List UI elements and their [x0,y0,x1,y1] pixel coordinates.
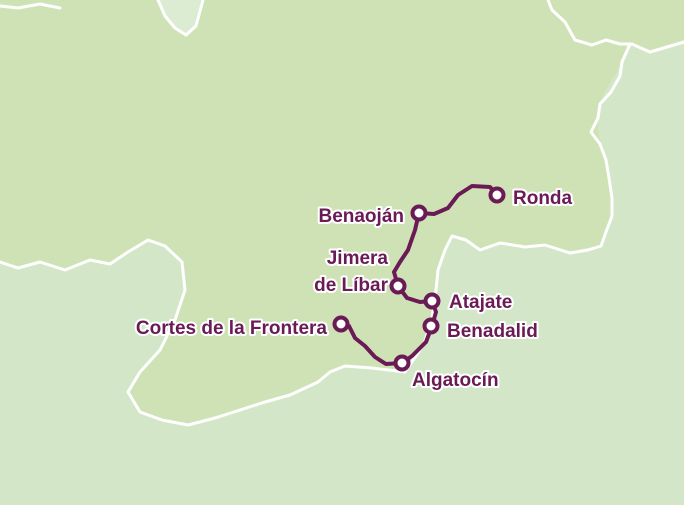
station-label-cortes: Cortes de la Frontera [136,318,328,339]
station-label-algatocin: Algatocín [412,370,499,391]
station-marker-benaojan[interactable] [410,204,428,222]
station-label-ronda: Ronda [513,188,573,209]
border-top-left [0,2,62,10]
station-label-jimera-line2: de Líbar [314,275,389,296]
border-top-right [546,0,684,54]
border-top-notch [156,0,205,37]
station-marker-algatocin[interactable] [393,354,411,372]
station-label-benadalid: Benadalid [447,321,538,342]
station-markers [332,186,506,372]
border-lines [0,0,684,427]
station-label-benaojan: Benaoján [318,206,404,227]
station-marker-cortes[interactable] [332,315,350,333]
station-marker-benadalid[interactable] [422,317,440,335]
province-region [0,0,684,425]
station-label-atajate: Atajate [449,292,512,313]
station-label-jimera-line1: Jimera [327,248,389,269]
railway-route-line [339,184,499,366]
pale-region-top [158,0,203,35]
station-marker-jimera[interactable] [389,277,407,295]
border-west [0,238,407,427]
station-marker-atajate[interactable] [423,292,441,310]
station-marker-ronda[interactable] [488,186,506,204]
border-east [403,42,632,374]
